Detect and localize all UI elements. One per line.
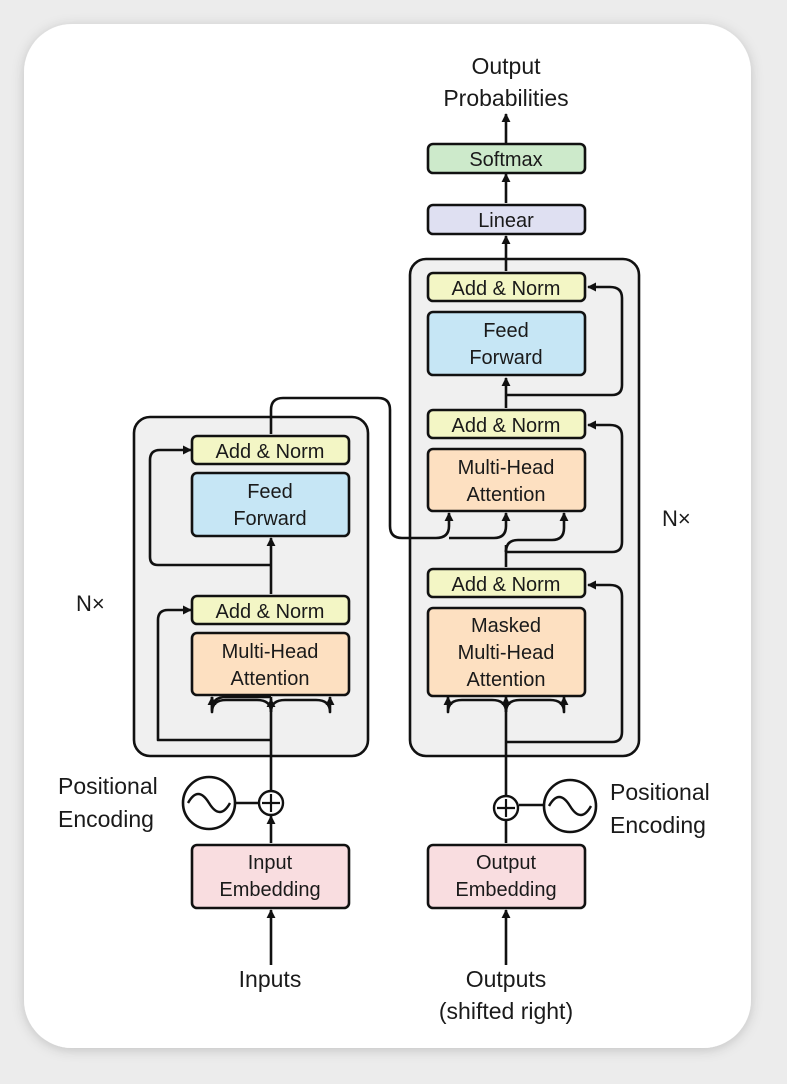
encoder-add-icon <box>257 789 285 817</box>
output-embedding-label: Output <box>476 852 536 874</box>
encoder-add-norm-bottom-label: Add & Norm <box>216 601 325 623</box>
encoder-positional-label: Positional <box>58 773 158 799</box>
linear-block <box>426 203 587 236</box>
encoder-attention-label-line2: Attention <box>231 668 310 690</box>
encoder-add-norm-top <box>190 434 351 466</box>
decoder-add-norm-bottom-label: Add & Norm <box>452 574 561 596</box>
decoder-add-norm-top <box>426 271 587 303</box>
encoder-positional-encoding-icon <box>181 775 237 831</box>
encoder-positional-label-line2: Encoding <box>58 806 154 832</box>
decoder-repeat-label: N× <box>662 506 691 531</box>
encoder-attention-label: Multi-Head <box>222 641 319 663</box>
decoder-attention <box>426 447 587 513</box>
decoder-attention-label: Multi-Head <box>458 457 555 479</box>
decoder-add-norm-top-label: Add & Norm <box>452 278 561 300</box>
decoder-positional-label: Positional <box>610 779 710 805</box>
decoder-feed-forward <box>426 310 587 377</box>
encoder-add-norm-bottom <box>190 594 351 626</box>
output-embedding-label-line2: Embedding <box>455 879 556 901</box>
encoder-repeat-label: N× <box>76 591 105 616</box>
connections <box>148 113 624 965</box>
decoder-masked-attention-label-line3: Attention <box>467 669 546 691</box>
decoder-feed-forward-label-line2: Forward <box>469 347 542 369</box>
decoder-masked-attention-label: Masked <box>471 615 541 637</box>
softmax-block <box>426 142 587 175</box>
encoder-feed-forward-label: Feed <box>247 481 293 503</box>
outputs-label-line2: (shifted right) <box>439 998 573 1024</box>
encoder-feed-forward-label-line2: Forward <box>233 508 306 530</box>
decoder-positional-encoding-icon <box>542 778 598 834</box>
softmax-label: Softmax <box>469 149 542 171</box>
decoder-masked-attention <box>426 606 587 698</box>
decoder-masked-attention-label-line2: Multi-Head <box>458 642 555 664</box>
decoder-add-icon <box>492 794 520 822</box>
decoder-add-norm-mid <box>426 408 587 440</box>
outputs-label: Outputs <box>466 966 547 992</box>
input-embedding-label-line2: Embedding <box>219 879 320 901</box>
input-embedding-label: Input <box>248 852 293 874</box>
input-embedding-block <box>190 843 351 910</box>
output-probabilities-label: Output <box>471 53 541 79</box>
encoder-feed-forward <box>190 471 351 538</box>
decoder-add-norm-mid-label: Add & Norm <box>452 415 561 437</box>
encoder-add-norm-top-label: Add & Norm <box>216 441 325 463</box>
decoder-attention-label-line2: Attention <box>467 484 546 506</box>
encoder-attention <box>190 631 351 697</box>
output-probabilities-label-line2: Probabilities <box>443 85 568 111</box>
decoder-add-norm-bottom <box>426 567 587 599</box>
encoder-stack <box>132 415 370 758</box>
decoder-positional-label-line2: Encoding <box>610 812 706 838</box>
inputs-label: Inputs <box>239 966 302 992</box>
linear-label: Linear <box>478 210 534 232</box>
decoder-feed-forward-label: Feed <box>483 320 529 342</box>
output-embedding-block <box>426 843 587 910</box>
